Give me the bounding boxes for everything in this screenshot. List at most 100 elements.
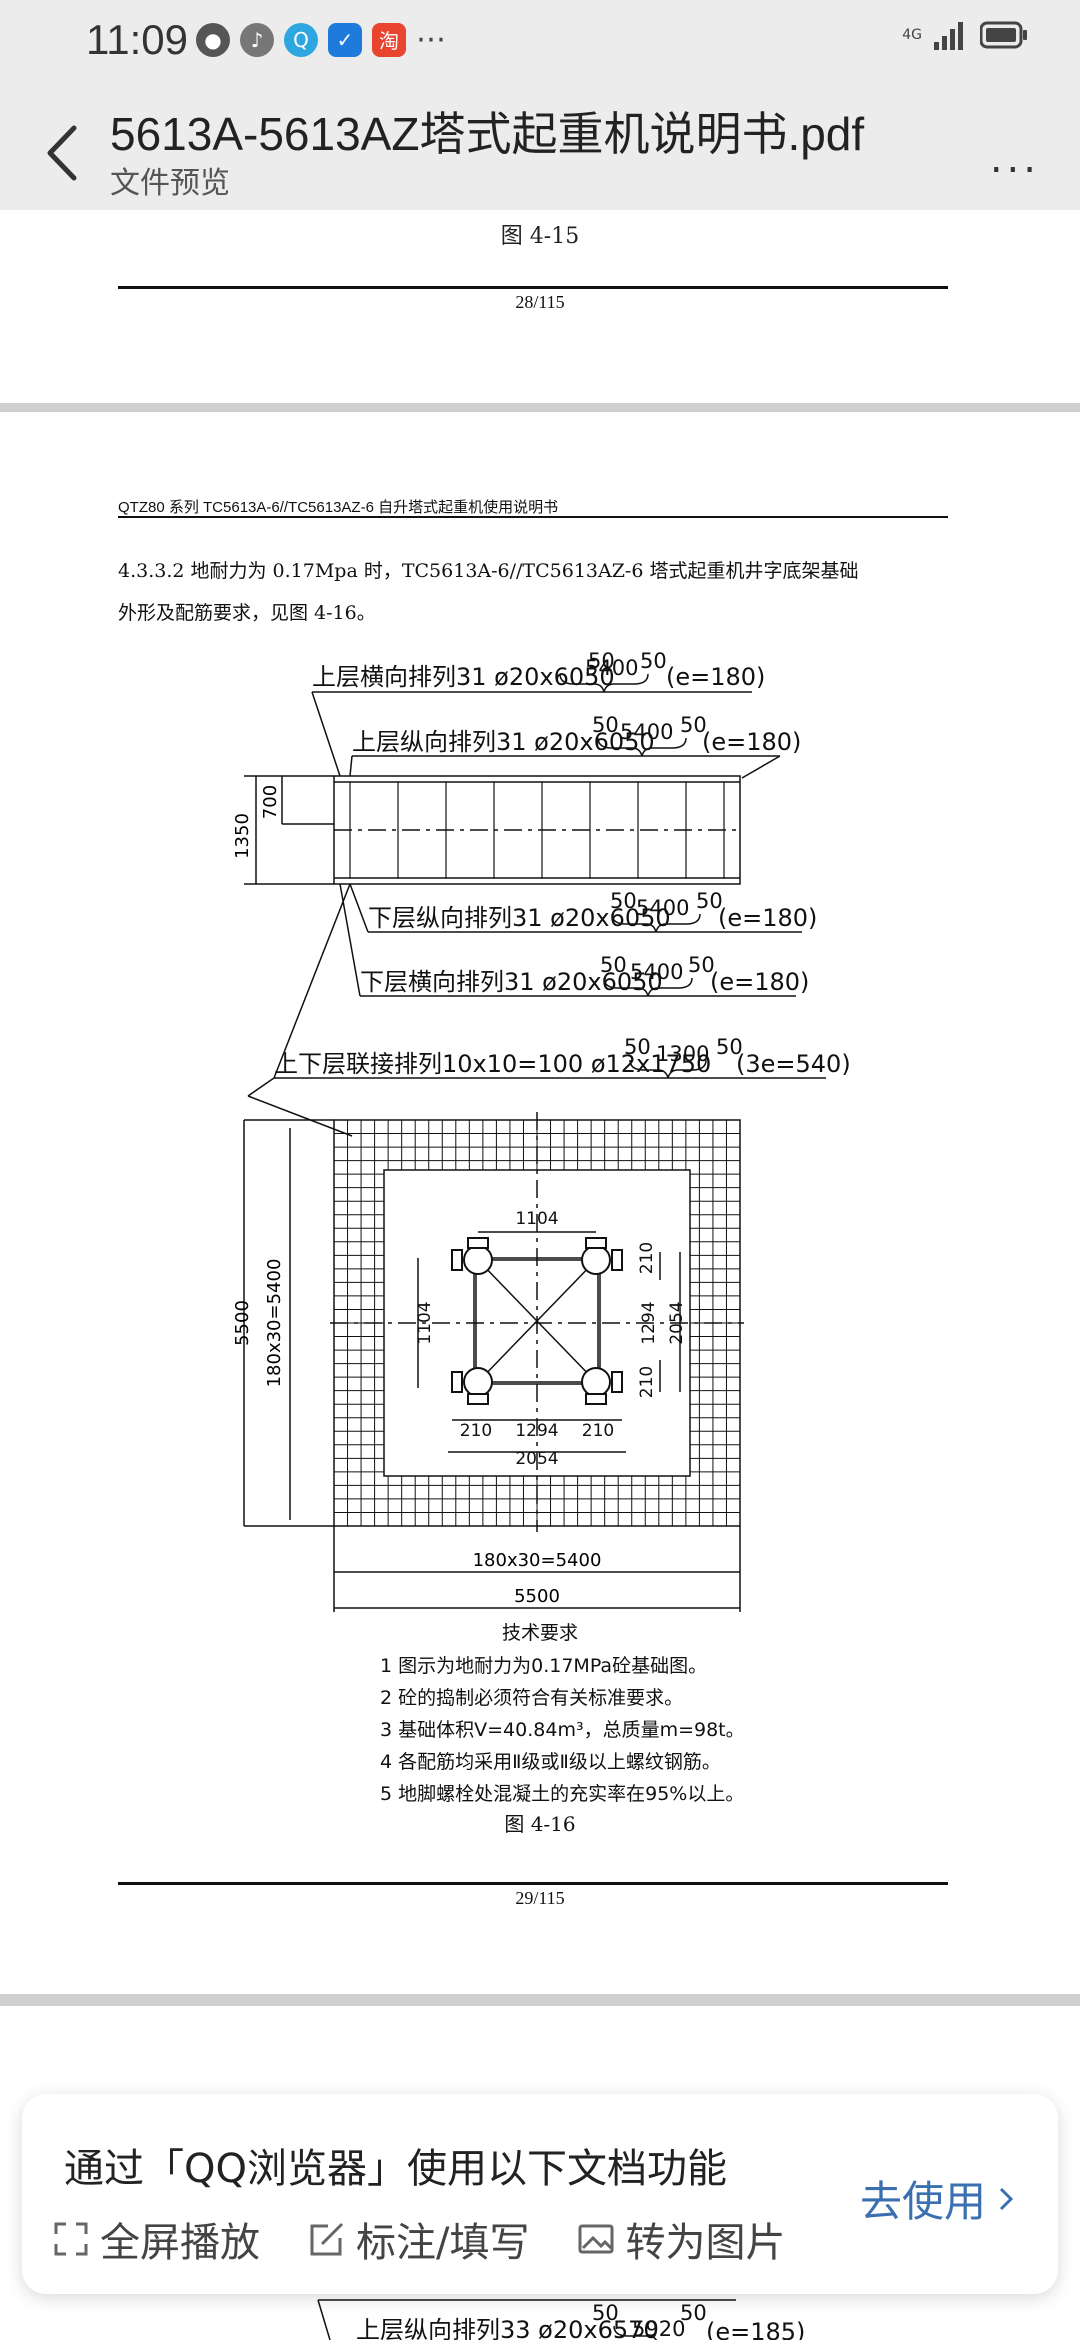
tech-requirement-item: 3 基础体积V=40.84m³，总质量m=98t。 xyxy=(380,1719,745,1741)
pdf-page-29: QTZ80 系列 TC5613A-6//TC5613AZ-6 自升塔式起重机使用… xyxy=(0,412,1080,1994)
more-options-icon[interactable]: ... xyxy=(989,136,1040,182)
go-use-button[interactable]: 去使用 xyxy=(860,2168,1016,2229)
more-notifications-icon: ⋯ xyxy=(416,22,446,57)
dim-50-d: 50 xyxy=(680,713,707,737)
dim-50-c: 50 xyxy=(592,713,619,737)
taobao-icon: 淘 xyxy=(372,22,406,57)
dim-5400-d: 5400 xyxy=(630,960,683,984)
page30-e185: (e=185) xyxy=(706,2318,805,2340)
page-divider xyxy=(118,286,948,289)
dim-1104-top: 1104 xyxy=(515,1209,558,1229)
dim-50-j: 50 xyxy=(716,1035,743,1059)
app-bar: 5613A-5613AZ塔式起重机说明书.pdf 文件预览 ... xyxy=(0,80,1080,210)
shield-icon: ✓ xyxy=(328,22,362,57)
e540: (3e=540) xyxy=(736,1050,851,1078)
dim-50-g: 50 xyxy=(600,953,627,977)
page-number: 28/115 xyxy=(515,292,565,312)
dim-50-a: 50 xyxy=(588,649,615,673)
fullscreen-icon xyxy=(54,2222,88,2256)
paragraph-line-2: 外形及配筋要求，见图 4-16。 xyxy=(118,602,376,624)
e180-c: (e=180) xyxy=(718,904,817,932)
battery-icon xyxy=(980,21,1027,49)
tech-requirement-item: 5 地脚螺栓处混凝土的充实率在95%以上。 xyxy=(380,1783,745,1805)
dim-1294-bottom: 1294 xyxy=(515,1421,558,1441)
anchor-posts xyxy=(451,1237,623,1405)
image-icon xyxy=(578,2224,614,2254)
page-divider xyxy=(118,1882,948,1885)
dim-5400-a: 5400 xyxy=(585,656,638,680)
dim-1300: 1300 xyxy=(656,1042,709,1066)
dim-210-bottom-right: 210 xyxy=(582,1421,614,1441)
status-time: 11:09 xyxy=(86,16,188,63)
fullscreen-play-label: 全屏播放 xyxy=(100,2220,260,2266)
convert-image-option[interactable]: 转为图片 xyxy=(577,2210,785,2268)
dim-180x30-vertical: 180x30=5400 xyxy=(264,1259,285,1388)
dim-50-f: 50 xyxy=(696,889,723,913)
network-type: 4G xyxy=(902,27,922,43)
label-lower-transverse: 下层横向排列31 ø20x6050 xyxy=(360,968,663,996)
page-30-drawing: 上层纵向排列33 ø20x6570 50 5920 50 (e=185) xyxy=(317,2299,805,2340)
figure-caption: 图 4-16 xyxy=(504,1812,576,1836)
qq-browser-banner[interactable]: 通过「QQ浏览器」使用以下文档功能 全屏播放 标注/填写 xyxy=(22,2094,1058,2294)
dim-2054-right: 2054 xyxy=(667,1301,687,1344)
label-upper-longitudinal: 上层纵向排列31 ø20x6050 xyxy=(352,728,655,756)
dim-5400-b: 5400 xyxy=(620,720,673,744)
page30-dim-5920: 5920 xyxy=(632,2317,685,2340)
e180-a: (e=180) xyxy=(666,663,765,691)
dim-180x30-bottom: 180x30=5400 xyxy=(473,1550,602,1571)
tech-requirements-title: 技术要求 xyxy=(501,1622,578,1644)
signal-icon xyxy=(934,22,963,50)
edit-icon xyxy=(310,2222,344,2256)
dim-50-i: 50 xyxy=(624,1035,651,1059)
dim-50-e: 50 xyxy=(610,889,637,913)
tech-requirements-list: 1 图示为地耐力为0.17MPa砼基础图。 2 砼的捣制必须符合有关标准要求。 … xyxy=(380,1650,745,1810)
qq-browser-icon: Q xyxy=(284,22,318,57)
dim-2054-bottom: 2054 xyxy=(515,1449,558,1469)
dim-1350: 1350 xyxy=(232,813,253,859)
dim-700: 700 xyxy=(260,785,281,819)
tech-requirement-item: 1 图示为地耐力为0.17MPa砼基础图。 xyxy=(380,1655,708,1677)
paragraph-line-1: 4.3.3.2 地耐力为 0.17Mpa 时，TC5613A-6//TC5613… xyxy=(118,560,859,582)
page-header-text: QTZ80 系列 TC5613A-6//TC5613AZ-6 自升塔式起重机使用… xyxy=(118,499,559,516)
tech-requirement-item: 2 砼的捣制必须符合有关标准要求。 xyxy=(380,1687,684,1709)
banner-options: 全屏播放 标注/填写 转为图片 xyxy=(52,2210,785,2268)
page30-dim-50: 50 xyxy=(592,2301,619,2325)
dim-210-right-top: 210 xyxy=(637,1242,657,1274)
dim-50-h: 50 xyxy=(688,953,715,977)
dim-210-right-bottom: 210 xyxy=(637,1366,657,1398)
system-icons: 4G xyxy=(902,20,1028,50)
elevation-bars xyxy=(349,782,725,878)
dim-5500-vertical: 5500 xyxy=(232,1300,253,1346)
label-lower-longitudinal: 下层纵向排列31 ø20x6050 xyxy=(368,904,671,932)
pdf-page-28: 图 4-15 28/115 xyxy=(0,210,1080,403)
dim-50-b: 50 xyxy=(640,649,667,673)
message-icon: ● xyxy=(196,22,230,57)
audio-icon: ♪ xyxy=(240,22,274,57)
convert-image-label: 转为图片 xyxy=(625,2220,786,2266)
dim-1104-left: 1104 xyxy=(415,1301,435,1344)
e180-d: (e=180) xyxy=(710,968,809,996)
fullscreen-play-option[interactable]: 全屏播放 xyxy=(52,2210,260,2268)
label-connect: 上下层联接排列10x10=100 ø12x1750 xyxy=(274,1050,711,1078)
figure-caption: 图 4-15 xyxy=(500,224,580,249)
dim-210-bottom-left: 210 xyxy=(460,1421,492,1441)
go-use-label: 去使用 xyxy=(859,2177,986,2226)
foundation-drawing: 上层横向排列31 ø20x6050 50 5400 50 (e=180) 上层纵… xyxy=(232,649,851,1612)
file-subtitle: 文件预览 xyxy=(110,166,230,201)
label-upper-transverse: 上层横向排列31 ø20x6050 xyxy=(312,663,615,691)
back-arrow-icon[interactable] xyxy=(36,118,96,188)
annotate-fill-label: 标注/填写 xyxy=(356,2220,530,2266)
chevron-right-icon xyxy=(999,2187,1014,2210)
annotate-fill-option[interactable]: 标注/填写 xyxy=(308,2210,529,2268)
dim-1294-right: 1294 xyxy=(639,1301,659,1344)
page30-dim-50-b: 50 xyxy=(680,2301,707,2325)
e180-b: (e=180) xyxy=(702,728,801,756)
dim-5400-c: 5400 xyxy=(636,896,689,920)
notification-icons: ● ♪ Q ✓ 淘 ⋯ xyxy=(196,22,446,57)
file-title: 5613A-5613AZ塔式起重机说明书.pdf xyxy=(110,108,865,160)
tech-requirement-item: 4 各配筋均采用Ⅱ级或Ⅱ级以上螺纹钢筋。 xyxy=(380,1751,721,1773)
dim-5500-bottom: 5500 xyxy=(514,1586,560,1607)
page-number: 29/115 xyxy=(515,1888,565,1908)
status-bar: 11:09 ● ♪ Q ✓ 淘 ⋯ 4G xyxy=(0,0,1080,80)
header-rule xyxy=(118,516,948,518)
